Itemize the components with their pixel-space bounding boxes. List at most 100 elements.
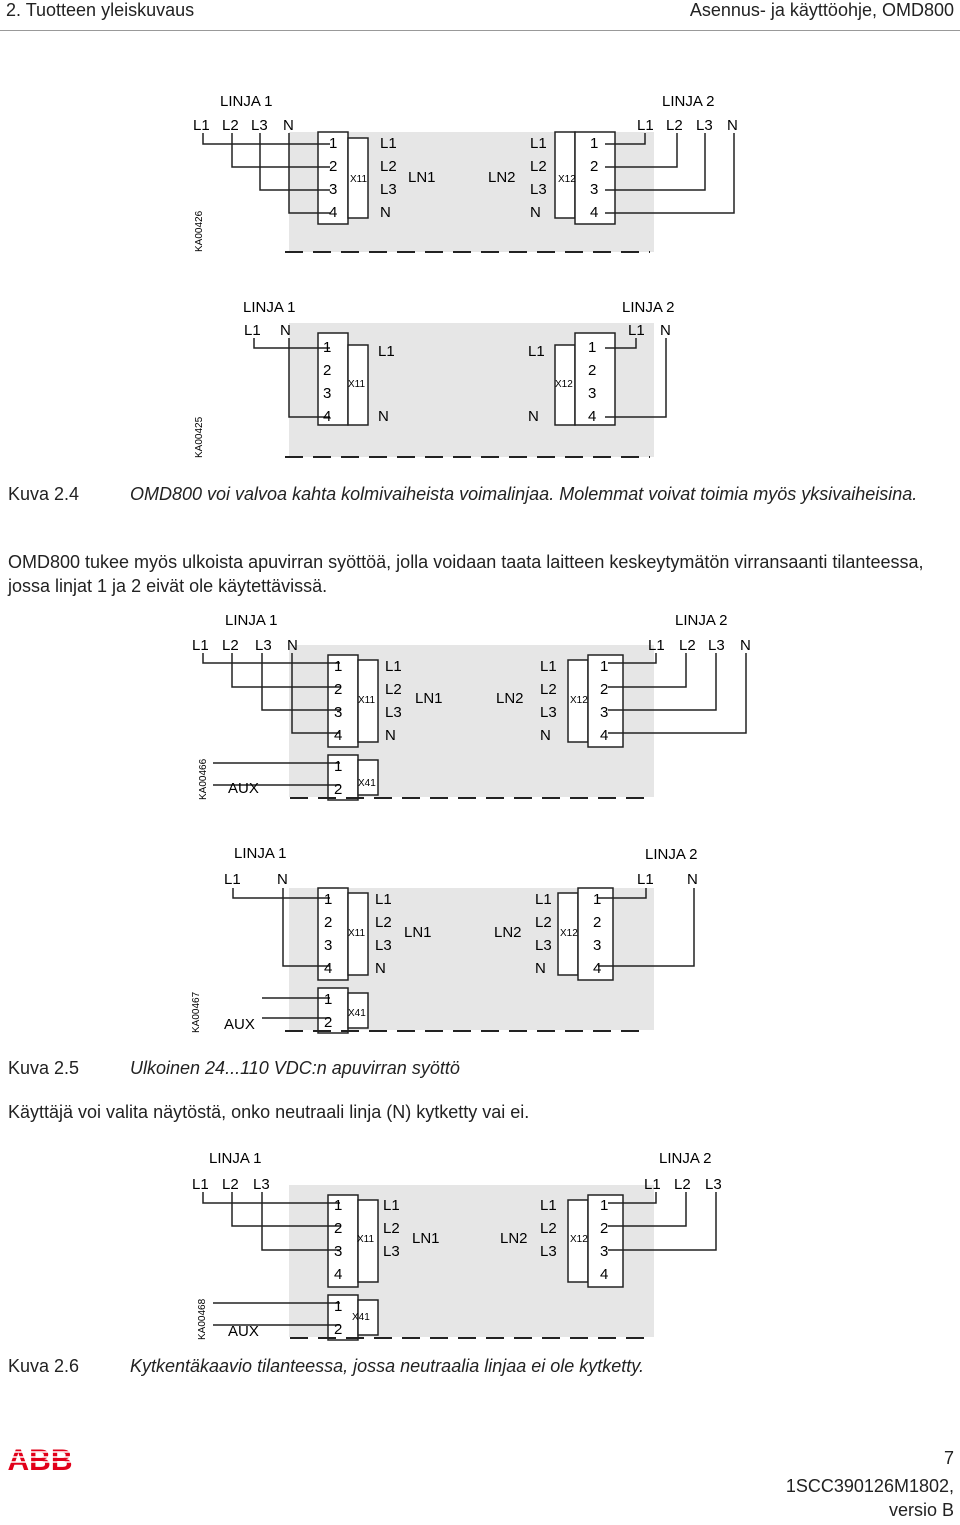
svg-text:L1: L1 [648, 637, 665, 654]
svg-text:3: 3 [600, 1243, 608, 1260]
svg-text:L1: L1 [224, 871, 241, 888]
page-number: 7 [943, 1448, 954, 1468]
svg-text:KA00468: KA00468 [197, 1298, 208, 1340]
line2-label: LINJA 2 [662, 93, 715, 110]
svg-text:LN1: LN1 [415, 690, 443, 707]
svg-text:4: 4 [334, 727, 342, 744]
svg-text:L3: L3 [383, 1243, 400, 1260]
svg-text:L1: L1 [540, 1197, 557, 1214]
abb-logo-icon: ABB [6, 1444, 74, 1474]
svg-text:3: 3 [329, 181, 337, 198]
svg-text:X12: X12 [558, 174, 576, 185]
svg-text:L1: L1 [637, 871, 654, 888]
svg-text:LINJA 2: LINJA 2 [645, 846, 698, 863]
svg-text:KA00466: KA00466 [198, 758, 209, 800]
svg-text:X11: X11 [358, 695, 375, 706]
svg-text:2: 2 [334, 681, 342, 698]
svg-text:4: 4 [600, 727, 608, 744]
svg-text:LN1: LN1 [412, 1230, 440, 1247]
svg-text:1: 1 [334, 1298, 342, 1315]
svg-text:N: N [385, 727, 396, 744]
svg-text:1: 1 [600, 658, 608, 675]
svg-text:2: 2 [324, 914, 332, 931]
svg-text:2: 2 [593, 914, 601, 931]
svg-text:LN2: LN2 [496, 690, 524, 707]
svg-text:LINJA 1: LINJA 1 [234, 845, 287, 862]
svg-text:L1: L1 [540, 658, 557, 675]
section-title: 2. Tuotteen yleiskuvaus [6, 0, 195, 20]
svg-text:2: 2 [324, 1014, 332, 1031]
svg-text:L3: L3 [540, 704, 557, 721]
svg-text:X11: X11 [350, 174, 367, 185]
terminal-x41 [327, 754, 359, 801]
svg-text:3: 3 [334, 1243, 342, 1260]
svg-text:LINJA 1: LINJA 1 [243, 299, 296, 316]
svg-text:LINJA 2: LINJA 2 [675, 612, 728, 629]
svg-text:2: 2 [334, 1220, 342, 1237]
svg-text:2: 2 [334, 781, 342, 798]
svg-text:X41: X41 [348, 1008, 366, 1019]
figure-caption-2-5: Kuva 2.5 Ulkoinen 24...110 VDC:n apuvirr… [8, 1058, 460, 1078]
svg-text:L2: L2 [679, 637, 696, 654]
svg-text:4: 4 [588, 408, 596, 425]
svg-text:1: 1 [588, 339, 596, 356]
svg-text:3: 3 [600, 704, 608, 721]
svg-text:L2: L2 [385, 681, 402, 698]
svg-text:LINJA 2: LINJA 2 [659, 1150, 712, 1167]
svg-text:LINJA 1: LINJA 1 [225, 612, 278, 629]
svg-text:N: N [660, 322, 671, 339]
svg-text:X11: X11 [348, 379, 365, 390]
svg-text:4: 4 [600, 1266, 608, 1283]
diagram-id: KA00426 [194, 210, 205, 252]
svg-text:L1: L1 [383, 1197, 400, 1214]
svg-text:L1: L1 [644, 1176, 661, 1193]
svg-text:3: 3 [323, 385, 331, 402]
svg-text:2: 2 [600, 681, 608, 698]
svg-text:X41: X41 [358, 778, 376, 789]
svg-text:N: N [378, 408, 389, 425]
svg-text:N: N [287, 637, 298, 654]
svg-text:L1: L1 [192, 1176, 209, 1193]
svg-text:1: 1 [323, 339, 331, 356]
svg-text:L3: L3 [705, 1176, 722, 1193]
svg-text:2: 2 [329, 158, 337, 175]
svg-text:3: 3 [588, 385, 596, 402]
svg-text:4: 4 [590, 204, 598, 221]
svg-text:L3: L3 [385, 704, 402, 721]
svg-text:N: N [375, 960, 386, 977]
svg-text:AUX: AUX [224, 1016, 255, 1033]
svg-text:L1: L1 [528, 343, 545, 360]
svg-text:ABB: ABB [8, 1444, 73, 1474]
svg-text:N: N [280, 322, 291, 339]
svg-text:4: 4 [334, 1266, 342, 1283]
svg-text:4: 4 [323, 408, 331, 425]
svg-text:KA00425: KA00425 [194, 416, 205, 458]
svg-text:2: 2 [588, 362, 596, 379]
svg-text:1: 1 [593, 891, 601, 908]
svg-text:LN2: LN2 [488, 169, 516, 186]
svg-text:N: N [727, 117, 738, 134]
svg-text:N: N [380, 204, 391, 221]
svg-text:L3: L3 [251, 117, 268, 134]
paragraph-aux-supply: OMD800 tukee myös ulkoista apuvirran syö… [8, 552, 924, 596]
svg-text:L2: L2 [375, 914, 392, 931]
svg-text:1: 1 [329, 135, 337, 152]
svg-text:N: N [528, 408, 539, 425]
svg-text:2: 2 [600, 1220, 608, 1237]
header-rule [0, 30, 960, 31]
document-id: 1SCC390126M1802, versio B [785, 1476, 954, 1520]
svg-text:L2: L2 [540, 681, 557, 698]
svg-text:L1: L1 [385, 658, 402, 675]
svg-text:L2: L2 [535, 914, 552, 931]
svg-text:X12: X12 [570, 1234, 588, 1245]
svg-text:LINJA 1: LINJA 1 [209, 1150, 262, 1167]
svg-text:L2: L2 [530, 158, 547, 175]
svg-text:2: 2 [590, 158, 598, 175]
svg-text:N: N [277, 871, 288, 888]
svg-text:N: N [535, 960, 546, 977]
manual-title: Asennus- ja käyttöohje, OMD800 [689, 0, 954, 20]
svg-text:1: 1 [324, 991, 332, 1008]
